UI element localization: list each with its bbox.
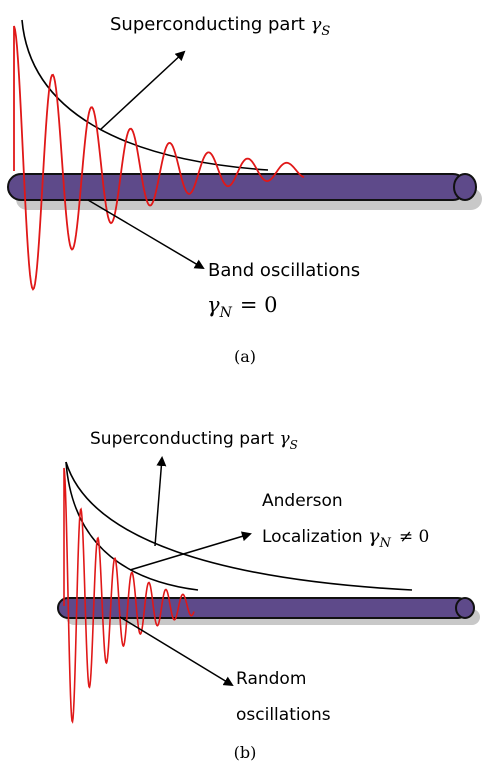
anderson-label-line2: Localization γN≠ 0 <box>262 525 429 551</box>
band-arrow <box>87 199 205 270</box>
superconducting-label-a: Superconducting part γS <box>110 14 330 39</box>
superconducting-envelope-inner <box>65 461 199 591</box>
superconducting-arrow <box>154 456 167 547</box>
random-oscillation-curve <box>63 467 195 724</box>
superconducting-envelope <box>21 19 269 171</box>
gamma-n-zero-label: γN= 0 <box>207 293 277 321</box>
random-label-line1: Random <box>236 669 306 689</box>
caption-a: (a) <box>234 347 256 366</box>
superconducting-label-b: Superconducting part γS <box>90 429 298 452</box>
anderson-arrow <box>129 531 252 571</box>
anderson-label-line1: Anderson <box>262 491 343 511</box>
panel-a: Superconducting part γS Band oscillation… <box>7 14 482 366</box>
superconducting-envelope-outer <box>65 461 413 591</box>
superconducting-arrow <box>99 50 186 131</box>
band-oscillations-label: Band oscillations <box>208 260 360 281</box>
panel-b: Superconducting part γS Anderson Localiz… <box>57 429 480 762</box>
random-arrow <box>119 616 234 687</box>
rod <box>7 173 477 201</box>
random-label-line2: oscillations <box>236 705 331 725</box>
caption-b: (b) <box>234 743 257 762</box>
band-oscillation-curve <box>13 25 305 291</box>
